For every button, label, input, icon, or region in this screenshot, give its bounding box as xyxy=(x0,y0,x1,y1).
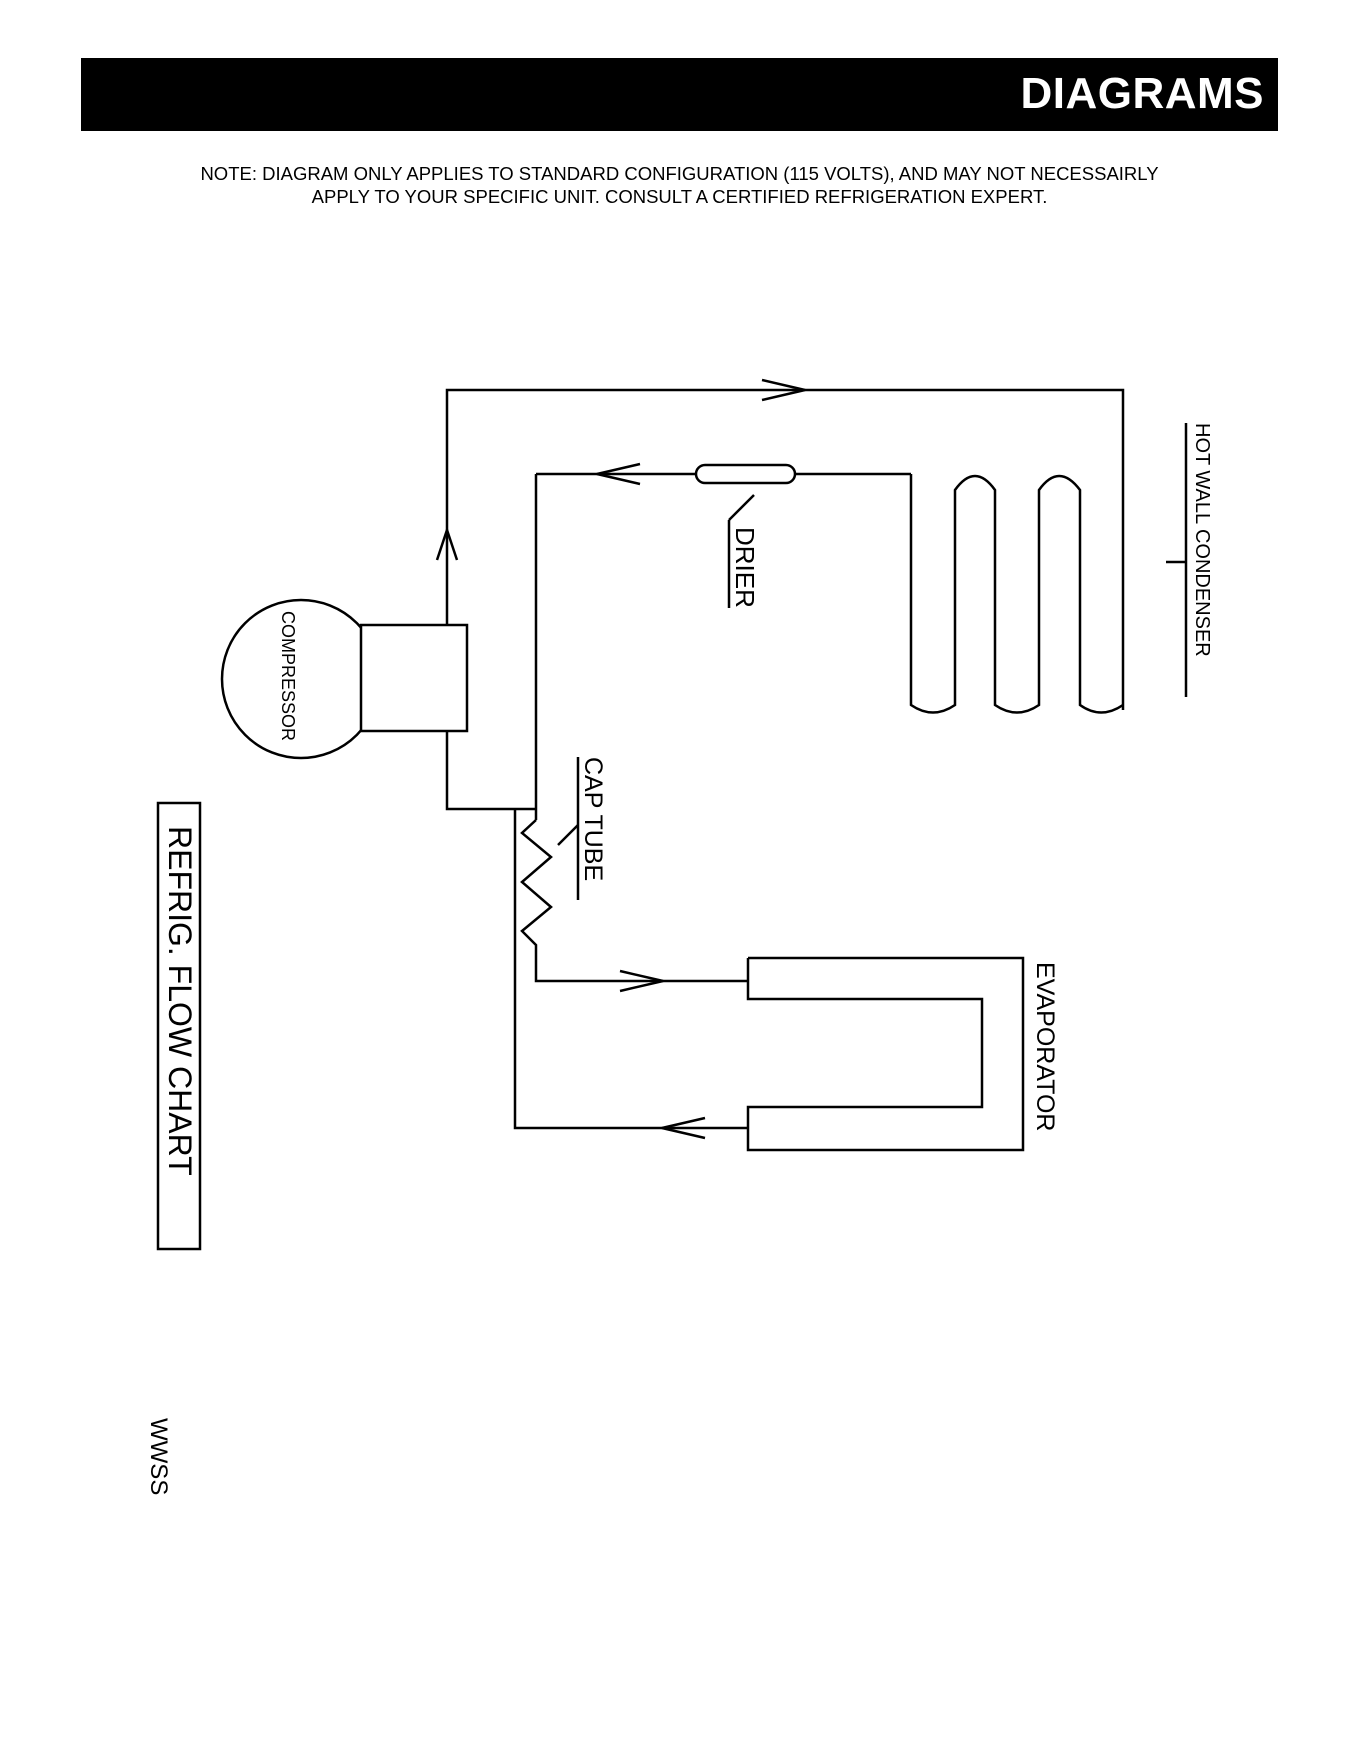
evaporator xyxy=(748,958,1023,1150)
label-code: WWSS xyxy=(145,1418,172,1495)
diagram-title: REFRIG. FLOW CHART xyxy=(162,826,198,1176)
condenser-coil xyxy=(911,474,1123,713)
label-compressor: COMPRESSOR xyxy=(278,611,298,741)
suction-line xyxy=(447,731,536,809)
label-evaporator: EVAPORATOR xyxy=(1031,962,1059,1131)
discharge-line xyxy=(447,390,1123,710)
label-cap-tube: CAP TUBE xyxy=(579,757,607,881)
cap-tube-coil xyxy=(522,820,748,981)
drier xyxy=(696,465,795,483)
compressor-dome xyxy=(222,600,380,758)
compressor-box xyxy=(361,625,467,731)
label-drier: DRIER xyxy=(730,527,760,608)
label-condenser: HOT WALL CONDENSER xyxy=(1191,423,1213,657)
